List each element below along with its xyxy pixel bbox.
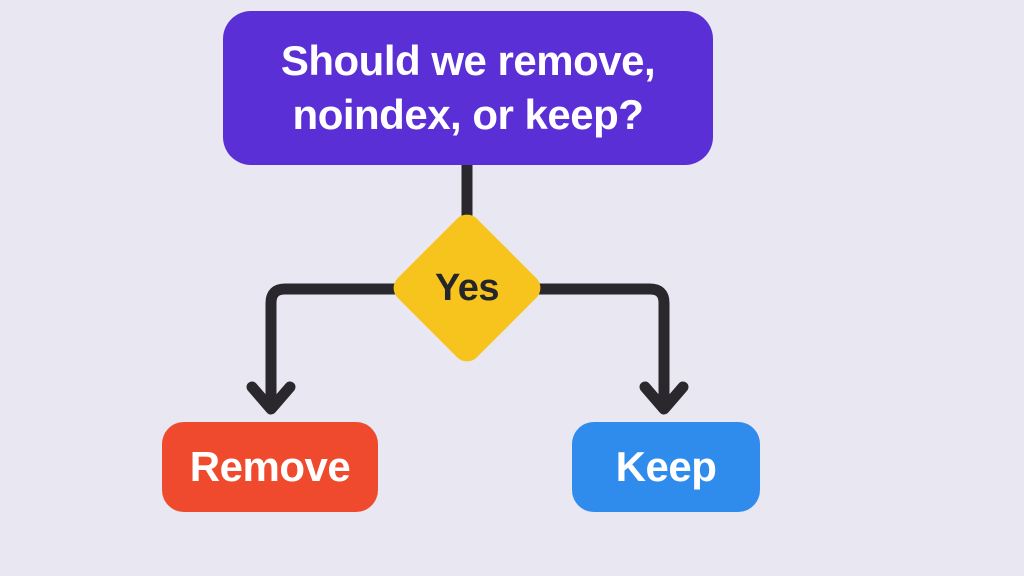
connector-decision-to-remove (265, 283, 466, 410)
keep-node: Keep (572, 422, 760, 512)
question-node-line-1: Should we remove, (280, 37, 656, 84)
connector-decision-to-keep (468, 283, 670, 410)
remove-node-label: Remove (189, 443, 351, 490)
remove-node: Remove (162, 422, 378, 512)
question-node: Should we remove, noindex, or keep? (223, 11, 713, 165)
arrowhead-remove (246, 381, 296, 415)
decision-diamond-label: Yes (434, 266, 500, 309)
question-node-line-2: noindex, or keep? (292, 91, 644, 138)
keep-node-label: Keep (615, 443, 717, 490)
arrowhead-keep (639, 381, 689, 415)
